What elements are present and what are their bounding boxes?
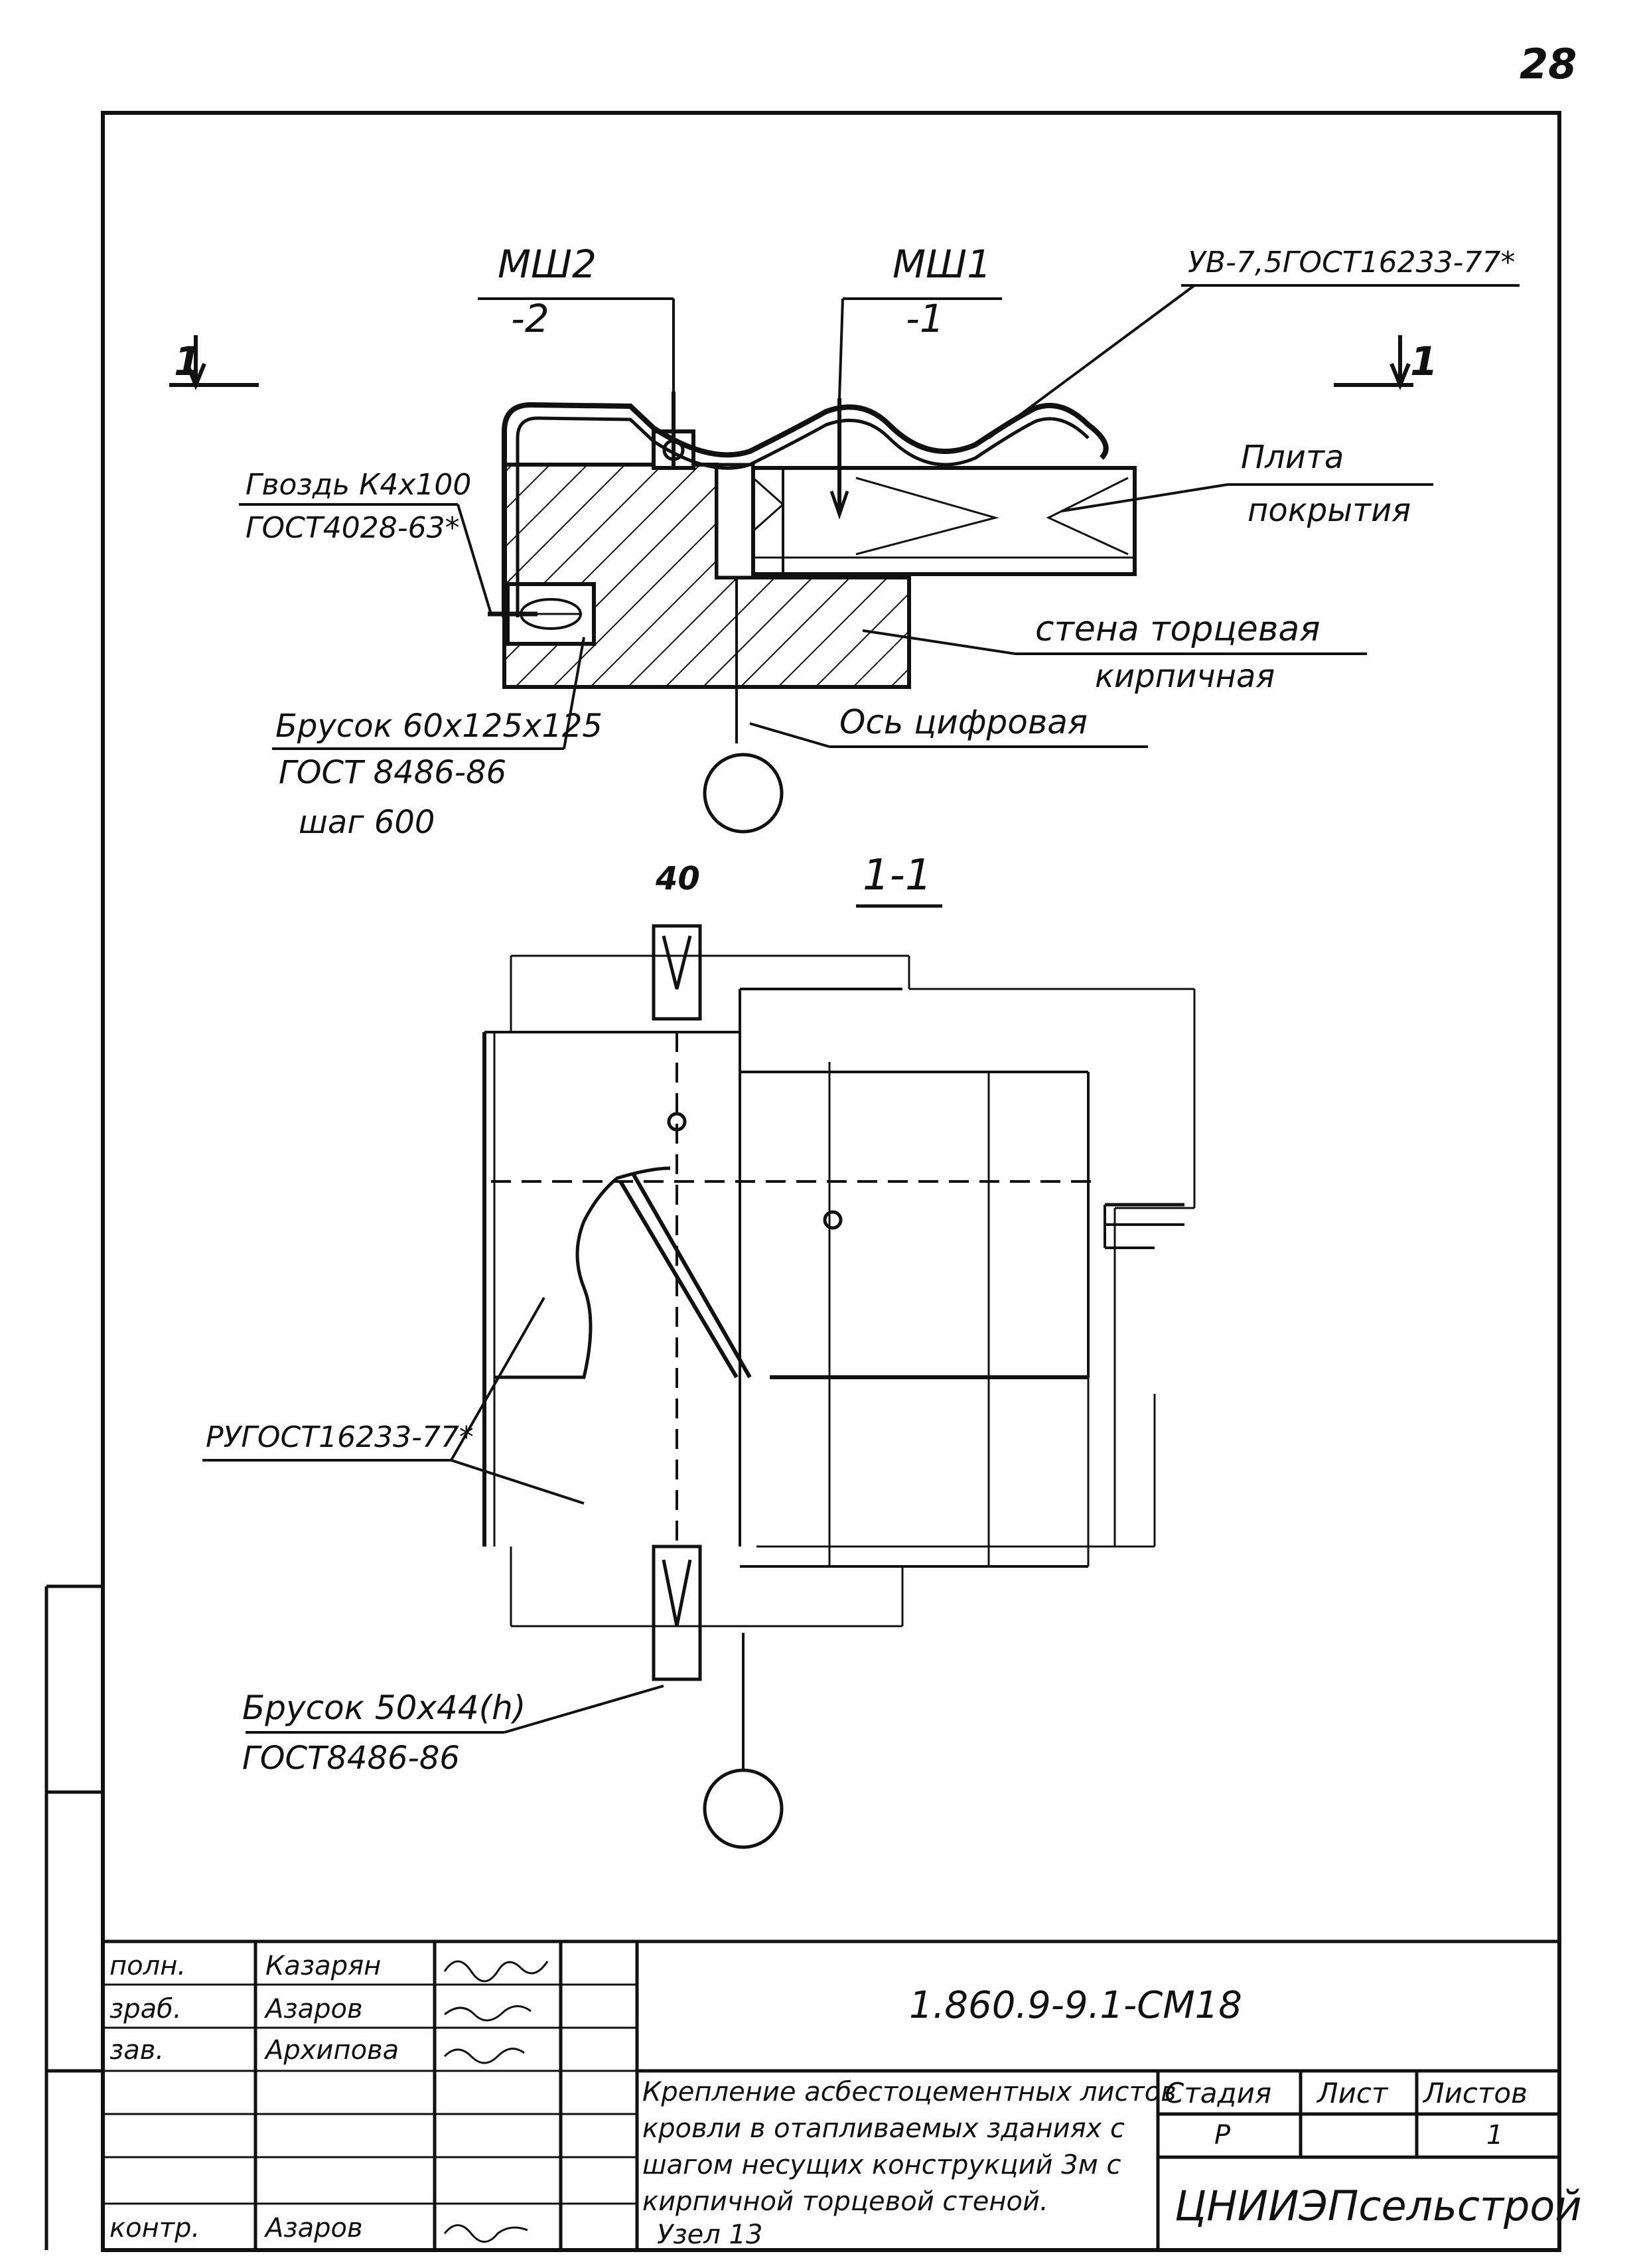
tb-desc-2: кровли в отапливаемых зданиях с bbox=[642, 2113, 1125, 2144]
leaders-section bbox=[202, 1297, 664, 1734]
diagonal-lap bbox=[618, 1173, 752, 1379]
tb-row1-role: полн. bbox=[109, 1951, 186, 1981]
axis-bubble-bottom bbox=[703, 1768, 784, 1849]
signatures bbox=[443, 1960, 549, 2243]
tb-designation: 1.860.9-9.1-СМ18 bbox=[909, 1984, 1242, 2027]
tb-row7-role: контр. bbox=[109, 2213, 200, 2243]
tb-row3-name: Архипова bbox=[263, 2035, 399, 2066]
label-nail-1: Гвоздь К4х100 bbox=[246, 468, 471, 502]
label-bar-1: Брусок 60х125х125 bbox=[275, 708, 603, 745]
label-msh1: МШ1 bbox=[892, 242, 991, 287]
tb-desc-3: шагом несущих конструкций 3м с bbox=[642, 2150, 1121, 2180]
label-axis: Ось цифровая bbox=[839, 703, 1088, 741]
section-1-1: 40 1-1 bbox=[202, 851, 1196, 1849]
tb-desc-1: Крепление асбестоцементных листов bbox=[642, 2077, 1177, 2107]
torn-sheet-edge bbox=[494, 1166, 671, 1379]
section-marker-right bbox=[1334, 335, 1413, 390]
title-block: полн. Казарян зраб. Азаров зав. Архипова… bbox=[103, 1939, 1582, 2250]
sheet-frame bbox=[101, 111, 1561, 2252]
label-msh2-index: -2 bbox=[511, 296, 549, 341]
tb-row1-name: Казарян bbox=[265, 1951, 381, 1981]
label-bar-section-1: Брусок 50х44(h) bbox=[242, 1689, 526, 1727]
section-marker-left bbox=[169, 335, 259, 390]
label-slab-2: покрытия bbox=[1248, 492, 1411, 529]
tb-stage-label: Стадия bbox=[1165, 2077, 1271, 2109]
axis-bubble-top bbox=[703, 753, 784, 834]
section-marker-right-label: 1 bbox=[1410, 339, 1438, 385]
top-detail: 1 1 bbox=[169, 242, 1520, 841]
label-bar-section-2: ГОСТ8486-86 bbox=[242, 1740, 460, 1777]
label-ru: РУГОСТ16233-77* bbox=[206, 1420, 474, 1454]
tb-organization: ЦНИИЭПсельстрой bbox=[1175, 2182, 1582, 2230]
label-wall-1: стена торцевая bbox=[1035, 609, 1320, 649]
page-number: 28 bbox=[1520, 40, 1577, 88]
tb-sheet-label: Лист bbox=[1316, 2077, 1389, 2109]
label-nail-2: ГОСТ4028-63* bbox=[246, 511, 460, 545]
label-bar-2: ГОСТ 8486-86 bbox=[279, 754, 506, 791]
label-sheet-uv: УВ-7,5ГОСТ16233-77* bbox=[1188, 246, 1515, 279]
corrugated-sheet bbox=[502, 402, 1109, 617]
label-bar-3: шаг 600 bbox=[299, 804, 435, 841]
tb-row3-role: зав. bbox=[109, 2035, 164, 2066]
tb-sheets-value: 1 bbox=[1486, 2120, 1503, 2151]
fastener-middle bbox=[823, 1210, 843, 1230]
fastener-upper bbox=[667, 1112, 687, 1132]
section-dimension: 40 bbox=[655, 860, 700, 897]
section-title: 1-1 bbox=[863, 851, 932, 900]
tb-row7-name: Азаров bbox=[263, 2213, 363, 2243]
wall-joint bbox=[715, 463, 755, 579]
leaders-top bbox=[239, 284, 1520, 750]
roof-slab bbox=[751, 466, 1137, 576]
label-wall-2: кирпичная bbox=[1095, 658, 1275, 695]
tb-sheets-label: Листов bbox=[1422, 2077, 1528, 2109]
tb-stage-value: Р bbox=[1214, 2120, 1231, 2151]
label-msh1-index: -1 bbox=[906, 296, 944, 341]
tb-row2-role: зраб. bbox=[109, 1994, 182, 2024]
section-marker-left-label: 1 bbox=[174, 339, 202, 385]
left-margin-strip bbox=[44, 1584, 103, 2250]
label-slab-1: Плита bbox=[1241, 439, 1344, 476]
tb-desc-5: Узел 13 bbox=[657, 2220, 762, 2250]
tb-row2-name: Азаров bbox=[263, 1994, 363, 2024]
label-msh2: МШ2 bbox=[498, 242, 597, 287]
sheet-outline bbox=[482, 954, 1196, 1627]
tb-desc-4: кирпичной торцевой стеной. bbox=[642, 2186, 1048, 2217]
